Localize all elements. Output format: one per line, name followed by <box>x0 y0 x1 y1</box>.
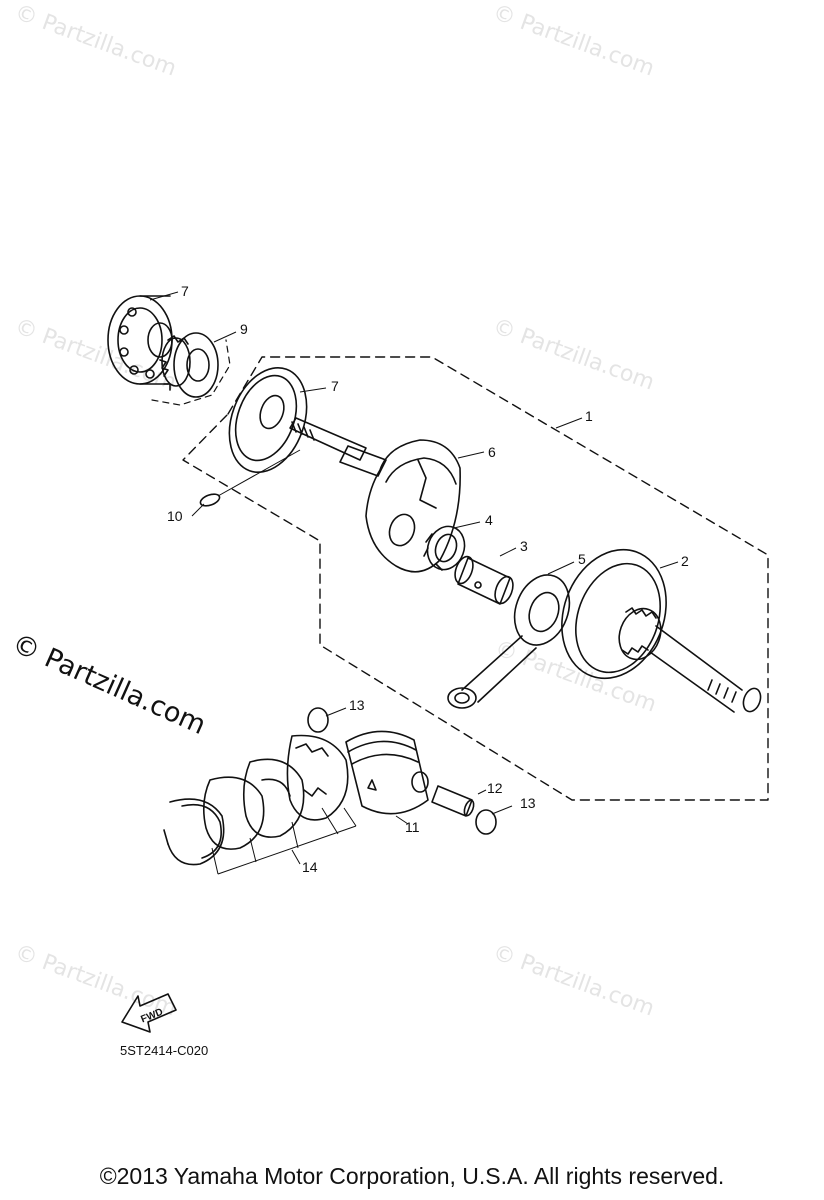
crank-pin-3 <box>454 555 514 605</box>
piston-pin-12 <box>431 785 475 817</box>
callout-2: 2 <box>681 553 689 569</box>
callout-5: 5 <box>578 551 586 567</box>
callout-13a: 13 <box>349 697 365 713</box>
washer-7 <box>228 366 308 474</box>
callout-11: 11 <box>405 819 420 835</box>
callout-6: 6 <box>488 444 496 460</box>
callout-1: 1 <box>585 408 593 424</box>
diagram-code: 5ST2414-C020 <box>120 1043 209 1058</box>
circlip-13b <box>475 809 497 835</box>
crank-web-2 <box>561 548 762 713</box>
copyright-notice: ©2013 Yamaha Motor Corporation, U.S.A. A… <box>99 1163 725 1189</box>
callout-7: 7 <box>331 378 339 394</box>
leader-lines <box>149 291 679 875</box>
fwd-label: FWD <box>139 1007 164 1026</box>
needle-bearing-4 <box>423 525 466 571</box>
callout-13b: 13 <box>520 795 536 811</box>
callout-3: 3 <box>520 538 528 554</box>
piston-rings-14 <box>163 734 349 866</box>
callout-12: 12 <box>487 780 503 796</box>
crank-web-6 <box>365 439 461 573</box>
callout-10: 10 <box>167 508 183 524</box>
fwd-arrow-icon <box>121 993 177 1033</box>
bearing-group-outline <box>151 339 231 406</box>
piston-11 <box>345 730 429 815</box>
key-10 <box>199 493 221 507</box>
callout-8: 7 <box>181 283 189 299</box>
callout-9: 9 <box>240 321 248 337</box>
callout-4: 4 <box>485 512 493 528</box>
assembly-outline <box>182 356 769 801</box>
left-shaft <box>289 417 387 477</box>
connecting-rod-5 <box>447 574 571 709</box>
bearing-8 <box>107 295 173 385</box>
circlip-13a <box>307 707 329 733</box>
gear-9 <box>159 332 219 398</box>
callout-14: 14 <box>302 859 318 875</box>
